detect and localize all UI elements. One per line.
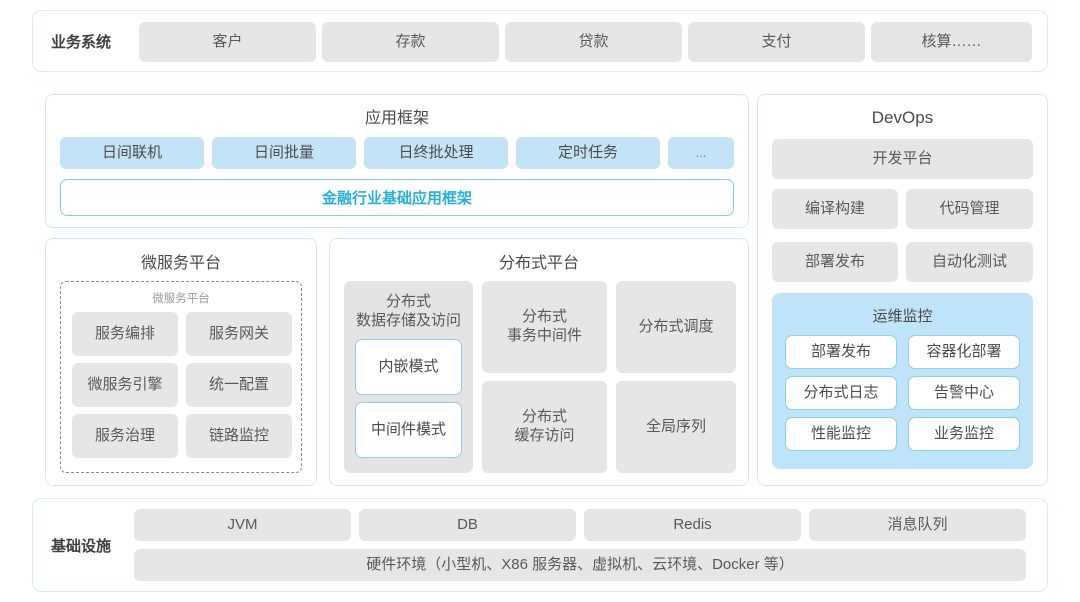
storage-mode-middleware[interactable]: 中间件模式: [355, 402, 462, 458]
app-chip-daytime-online[interactable]: 日间联机: [60, 137, 204, 169]
micro-chip-unified-config[interactable]: 统一配置: [186, 363, 292, 407]
financial-base-framework-bar[interactable]: 金融行业基础应用框架: [60, 179, 734, 216]
ops-chip-distributed-log[interactable]: 分布式日志: [785, 376, 897, 410]
microservice-inner-title: 微服务平台: [152, 293, 210, 305]
ops-chip-performance-monitoring[interactable]: 性能监控: [785, 417, 897, 451]
business-chip-customer[interactable]: 客户: [139, 22, 316, 62]
app-chip-more[interactable]: ...: [668, 137, 734, 169]
infrastructure-row: 基础设施 JVM DB Redis 消息队列 硬件环境（小型机、X86 服务器、…: [32, 498, 1048, 592]
devops-panel: DevOps 开发平台 编译构建 代码管理 部署发布 自动化测试 运维监控 部署…: [757, 94, 1048, 486]
dist-chip-scheduling[interactable]: 分布式调度: [616, 281, 736, 373]
ops-chip-alert-center[interactable]: 告警中心: [908, 376, 1020, 410]
devops-title: DevOps: [871, 108, 934, 127]
distributed-platform-title: 分布式平台: [498, 255, 579, 272]
business-system-label: 业务系统: [51, 33, 112, 51]
devops-chip-dev-platform[interactable]: 开发平台: [772, 139, 1033, 179]
dist-chip-transaction-middleware[interactable]: 分布式 事务中间件: [482, 281, 607, 373]
distributed-storage-card[interactable]: 分布式 数据存储及访问 内嵌模式 中间件模式: [344, 281, 473, 473]
dist-chip-cache-access[interactable]: 分布式 缓存访问: [482, 381, 607, 473]
distributed-storage-title: 分布式 数据存储及访问: [355, 293, 461, 329]
ops-monitoring-box: 运维监控 部署发布 容器化部署 分布式日志 告警中心 性能监控 业务监控: [772, 293, 1033, 469]
business-chip-payment[interactable]: 支付: [688, 22, 865, 62]
business-chip-accounting[interactable]: 核算……: [871, 22, 1032, 62]
dist-chip-global-sequence[interactable]: 全局序列: [616, 381, 736, 473]
distributed-platform-panel: 分布式平台 分布式 数据存储及访问 内嵌模式 中间件模式 分布式 事务中间件 分…: [329, 238, 749, 486]
infra-chip-hardware-environment[interactable]: 硬件环境（小型机、X86 服务器、虚拟机、云环境、Docker 等）: [134, 549, 1026, 581]
micro-chip-service-gateway[interactable]: 服务网关: [186, 312, 292, 356]
devops-chip-deploy-release[interactable]: 部署发布: [772, 242, 898, 282]
devops-chip-code-management[interactable]: 代码管理: [906, 189, 1033, 229]
micro-chip-service-governance[interactable]: 服务治理: [72, 414, 178, 458]
infra-chip-db[interactable]: DB: [359, 509, 576, 541]
app-chip-eod-batch[interactable]: 日终批处理: [364, 137, 508, 169]
ops-monitoring-title: 运维监控: [872, 307, 933, 325]
ops-chip-business-monitoring[interactable]: 业务监控: [908, 417, 1020, 451]
devops-chip-compile-build[interactable]: 编译构建: [772, 189, 898, 229]
microservice-inner-dashed-box: 微服务平台 服务编排 服务网关 微服务引擎 统一配置 服务治理 链路监控: [60, 281, 302, 473]
microservice-platform-panel: 微服务平台 微服务平台 服务编排 服务网关 微服务引擎 统一配置 服务治理 链路…: [45, 238, 317, 486]
infra-chip-message-queue[interactable]: 消息队列: [809, 509, 1026, 541]
storage-mode-embedded[interactable]: 内嵌模式: [355, 339, 462, 395]
application-framework-panel: 应用框架 日间联机 日间批量 日终批处理 定时任务 ... 金融行业基础应用框架: [45, 94, 749, 228]
devops-chip-automated-test[interactable]: 自动化测试: [906, 242, 1033, 282]
business-chip-deposit[interactable]: 存款: [322, 22, 499, 62]
app-chip-daytime-batch[interactable]: 日间批量: [212, 137, 356, 169]
infra-chip-jvm[interactable]: JVM: [134, 509, 351, 541]
app-chip-scheduled-task[interactable]: 定时任务: [516, 137, 660, 169]
business-system-row: 业务系统 客户 存款 贷款 支付 核算……: [32, 10, 1048, 72]
microservice-platform-title: 微服务平台: [140, 255, 221, 272]
application-framework-title: 应用框架: [364, 110, 429, 127]
business-chip-loan[interactable]: 贷款: [505, 22, 682, 62]
micro-chip-trace-monitoring[interactable]: 链路监控: [186, 414, 292, 458]
micro-chip-service-orchestration[interactable]: 服务编排: [72, 312, 178, 356]
ops-chip-containerized-deploy[interactable]: 容器化部署: [908, 335, 1020, 369]
infrastructure-label: 基础设施: [51, 537, 112, 555]
ops-chip-deploy-release[interactable]: 部署发布: [785, 335, 897, 369]
infra-chip-redis[interactable]: Redis: [584, 509, 801, 541]
micro-chip-microservice-engine[interactable]: 微服务引擎: [72, 363, 178, 407]
